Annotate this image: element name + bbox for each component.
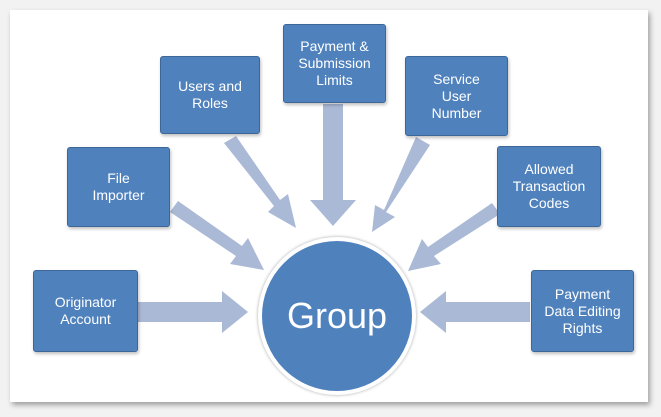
group-label: Group <box>286 295 388 336</box>
node-users-and-roles: Users and Roles <box>160 56 260 134</box>
node-payment-data-editing-rights: Payment Data Editing Rights <box>531 270 634 352</box>
node-originator-account: Originator Account <box>33 270 138 352</box>
arrow-file-importer <box>170 201 264 270</box>
arrow-payment-data-editing-rights <box>420 291 530 333</box>
node-file-importer: File Importer <box>67 147 170 227</box>
arrow-allowed-transaction-codes <box>408 203 500 271</box>
node-allowed-transaction-codes: Allowed Transaction Codes <box>497 146 601 227</box>
arrow-payment-submission-limits <box>310 104 356 226</box>
node-service-user-number: Service User Number <box>405 56 508 136</box>
arrow-originator-account <box>138 291 248 333</box>
arrow-service-user-number <box>372 137 430 232</box>
arrow-users-and-roles <box>224 136 296 228</box>
group-hub: Group <box>258 237 416 395</box>
node-payment-submission-limits: Payment & Submission Limits <box>283 24 386 103</box>
